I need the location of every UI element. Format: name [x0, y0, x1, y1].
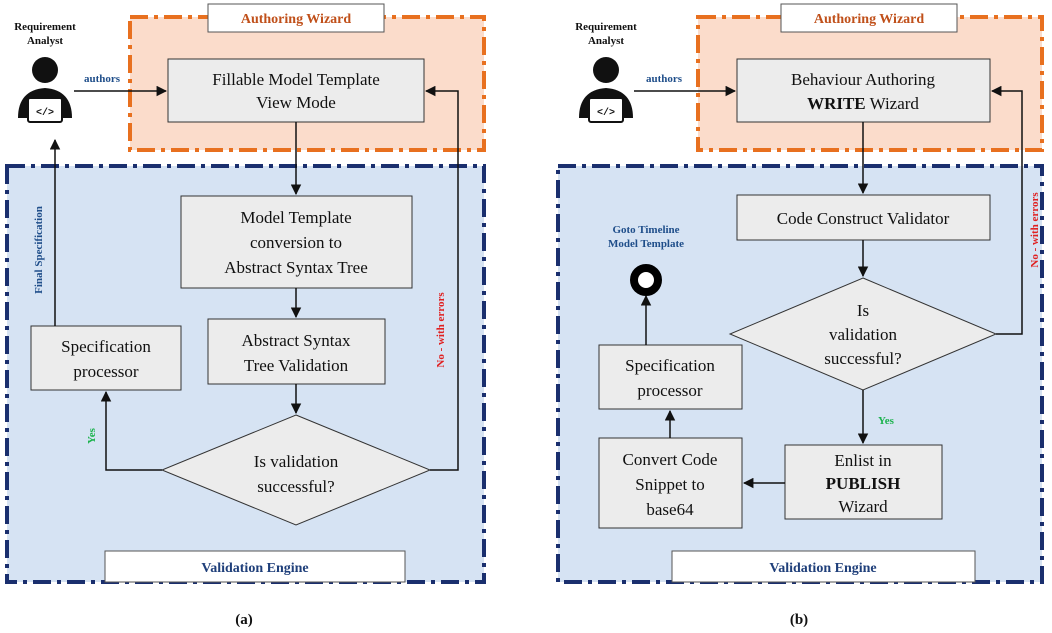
- analyst-icon-a: </>: [18, 57, 72, 123]
- ast-validation-box: [207, 318, 386, 385]
- spec-processor-box-a: [30, 325, 182, 391]
- convert-line3: base64: [646, 500, 694, 519]
- no-errors-label-a: No - with errors: [435, 292, 447, 368]
- actor-label-line2-b: Analyst: [588, 35, 624, 47]
- conversion-line3: Abstract Syntax Tree: [224, 258, 368, 277]
- ast-validation-line1: Abstract Syntax: [241, 331, 351, 350]
- behaviour-authoring-line2: WRITE Wizard: [807, 94, 919, 113]
- validation-title-b: Validation Engine: [769, 561, 876, 576]
- actor-label-line2-a: Analyst: [27, 35, 63, 47]
- actor-label-line1-b: Requirement: [575, 21, 637, 33]
- ast-validation-line2: Tree Validation: [244, 356, 349, 375]
- spec-processor-a-line2: processor: [73, 362, 138, 381]
- code-validator-box: [736, 194, 991, 241]
- authoring-title-a: Authoring Wizard: [241, 12, 352, 27]
- caption-a: (a): [235, 612, 253, 628]
- validation-title-a: Validation Engine: [201, 561, 308, 576]
- spec-processor-a-line1: Specification: [61, 337, 151, 356]
- validation-title-box-a: [104, 550, 406, 583]
- decision-b-line1: Is: [857, 301, 869, 320]
- svg-text:</>: </>: [36, 107, 54, 119]
- authoring-title-box-b: [780, 3, 958, 33]
- fillable-template-box: [167, 58, 425, 123]
- write-keyword: WRITE: [807, 94, 866, 113]
- validation-title-box-b: [671, 550, 976, 583]
- caption-b: (b): [790, 612, 808, 628]
- decision-b-line3: successful?: [824, 349, 901, 368]
- analyst-icon-b: </>: [579, 57, 633, 123]
- spec-processor-b-line1: Specification: [625, 356, 715, 375]
- decision-a-line2: successful?: [257, 477, 334, 496]
- convert-base64-box: [598, 437, 743, 529]
- goto-terminal-icon: [630, 264, 662, 296]
- behaviour-authoring-line1: Behaviour Authoring: [791, 70, 936, 89]
- goto-label-line2: Model Template: [608, 238, 684, 250]
- write-wizard-rest: Wizard: [866, 94, 920, 113]
- goto-label-line1: Goto Timeline: [612, 224, 679, 236]
- fillable-template-line1: Fillable Model Template: [212, 70, 380, 89]
- svg-text:</>: </>: [597, 107, 615, 119]
- conversion-line1: Model Template: [240, 208, 351, 227]
- authors-label-b: authors: [646, 73, 683, 85]
- spec-processor-box-b: [598, 344, 743, 410]
- enlist-publish-box: [784, 444, 943, 520]
- no-errors-label-b: No - with errors: [1029, 192, 1041, 268]
- decision-diamond-a: [160, 414, 432, 526]
- authoring-title-b: Authoring Wizard: [814, 12, 925, 27]
- arrow-yes-a: [100, 390, 162, 471]
- decision-b-line2: validation: [829, 325, 897, 344]
- final-spec-label: Final Specification: [33, 206, 45, 294]
- convert-line2: Snippet to: [635, 475, 704, 494]
- enlist-line1: Enlist in: [834, 451, 892, 470]
- panel-a: Authoring Wizard Validation Engine Requi…: [5, 3, 486, 628]
- authoring-title-box-a: [207, 3, 385, 33]
- yes-label-b: Yes: [878, 415, 895, 427]
- decision-a-line1: Is validation: [254, 452, 339, 471]
- actor-label-line1-a: Requirement: [14, 21, 76, 33]
- spec-processor-b-line2: processor: [637, 381, 702, 400]
- enlist-line3: Wizard: [838, 497, 888, 516]
- code-validator-label: Code Construct Validator: [777, 209, 950, 228]
- authors-label-a: authors: [84, 73, 121, 85]
- yes-label-a: Yes: [86, 427, 98, 444]
- arrow-no-errors-a: [424, 85, 459, 471]
- convert-line1: Convert Code: [623, 450, 718, 469]
- enlist-line2: PUBLISH: [826, 474, 901, 493]
- arrow-no-errors-b: [990, 85, 1023, 335]
- behaviour-authoring-box: [736, 58, 991, 123]
- conversion-line2: conversion to: [250, 233, 342, 252]
- fillable-template-line2: View Mode: [256, 93, 336, 112]
- panel-b: Authoring Wizard Validation Engine Requi…: [556, 3, 1044, 628]
